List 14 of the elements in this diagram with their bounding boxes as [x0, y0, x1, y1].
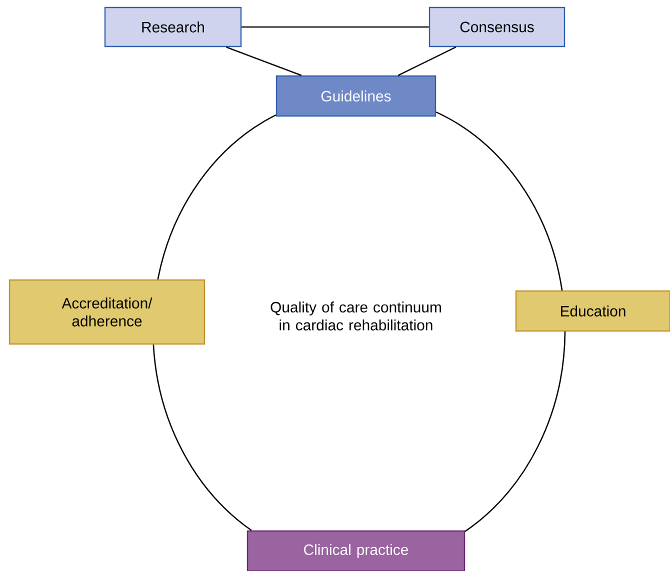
- connector-arc: [464, 331, 566, 532]
- process-box: Clinical practice: [246, 530, 466, 571]
- center-text: Quality of care continuum in cardiac rehabilitation: [270, 302, 441, 330]
- connector-line: [226, 46, 302, 76]
- connector-arc: [152, 344, 252, 531]
- connector-line: [242, 26, 429, 28]
- connector-arc: [436, 112, 563, 291]
- process-box: Education: [515, 290, 670, 332]
- connector-line: [398, 46, 456, 76]
- connector-arc: [157, 114, 276, 280]
- process-box: Guidelines: [276, 75, 436, 117]
- process-box: Consensus: [428, 6, 566, 48]
- process-box: Accreditation/ adherence: [8, 279, 206, 345]
- process-box: Research: [104, 6, 242, 48]
